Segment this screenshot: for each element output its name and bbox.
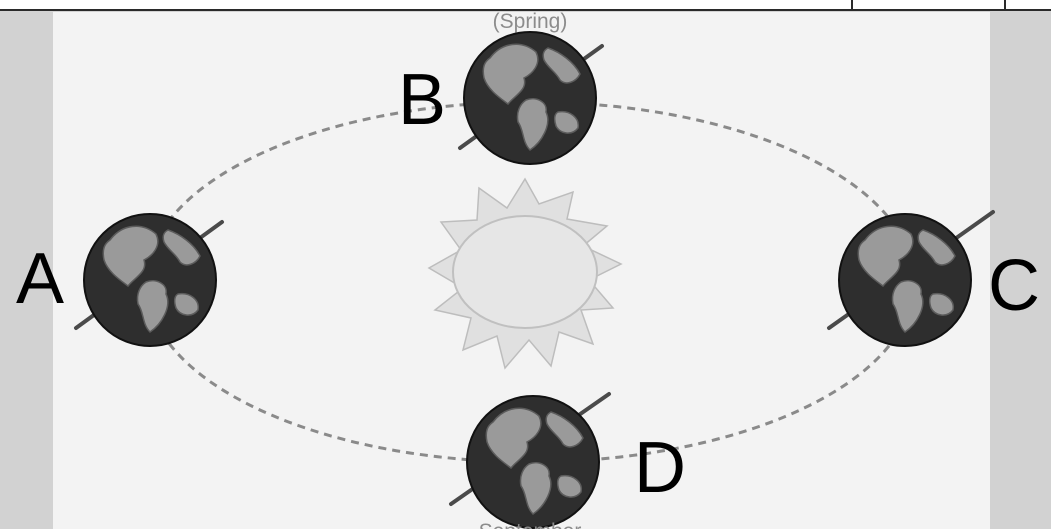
- position-label-d: D: [634, 428, 686, 508]
- top-table-strip: [0, 0, 1051, 10]
- position-label-b: B: [398, 60, 446, 140]
- season-label-bottom: September: [479, 520, 582, 529]
- position-label-a: A: [16, 239, 64, 319]
- season-label-top: (Spring): [493, 10, 568, 33]
- position-label-c: C: [988, 246, 1040, 326]
